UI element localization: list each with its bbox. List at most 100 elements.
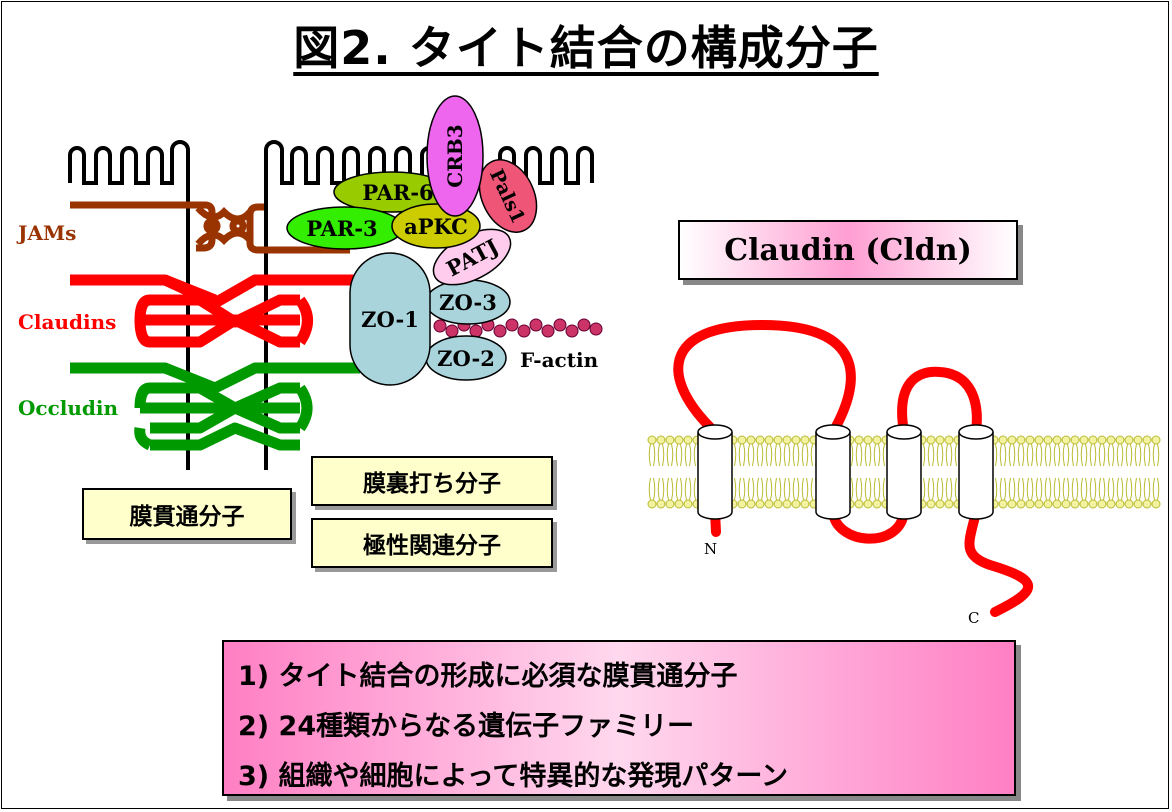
lipid-outer — [665, 435, 675, 467]
lipid-outer — [854, 435, 864, 467]
lipid-outer — [1097, 435, 1107, 467]
lipid-inner — [1025, 477, 1035, 509]
claudin-heading: Claudin (Cldn) — [724, 232, 972, 268]
lipid-outer — [872, 435, 882, 467]
crb3-label: CRB3 — [443, 124, 467, 187]
lipid-outer — [1070, 435, 1080, 467]
transmembrane-molecules-label: 膜貫通分子 — [129, 504, 245, 530]
crb3-protein — [426, 95, 484, 217]
lipid-inner — [863, 477, 873, 509]
lipid-inner — [854, 477, 864, 509]
lipid-outer — [863, 435, 873, 467]
lipid-inner — [773, 477, 783, 509]
claudin-transmembrane-helices — [697, 424, 994, 520]
lipid-inner — [1043, 477, 1053, 509]
lipid-outer — [755, 435, 765, 467]
lipid-outer — [998, 435, 1008, 467]
lipid-outer — [791, 435, 801, 467]
par6-label: PAR-6 — [362, 180, 433, 205]
lipid-outer — [1142, 435, 1152, 467]
zo1-protein — [349, 252, 431, 386]
lipid-inner — [1034, 477, 1044, 509]
lipid-inner — [746, 477, 756, 509]
lipid-outer — [656, 435, 666, 467]
lipid-inner — [1115, 477, 1125, 509]
lipid-outer — [1124, 435, 1134, 467]
undercoat-molecules-box: 膜裏打ち分子 — [311, 456, 553, 506]
lipid-inner — [755, 477, 765, 509]
claudin-topology-chain — [673, 319, 1033, 617]
lipid-outer — [773, 435, 783, 467]
claudin-heading-box: Claudin (Cldn) — [678, 220, 1018, 280]
lipid-inner — [674, 477, 684, 509]
feature-item-2: 2) 24種類からなる遺伝子ファミリー — [238, 711, 695, 742]
zo1-label: ZO-1 — [361, 307, 419, 332]
lipid-inner — [1079, 477, 1089, 509]
lipid-outer — [1016, 435, 1026, 467]
lipid-inner — [1106, 477, 1116, 509]
lipid-inner — [764, 477, 774, 509]
lipid-inner — [1151, 477, 1161, 509]
lipid-outer — [1025, 435, 1035, 467]
lipid-outer — [1088, 435, 1098, 467]
n-terminus-label: N — [704, 540, 717, 558]
c-terminus-label: C — [968, 609, 979, 627]
lipid-outer — [1115, 435, 1125, 467]
lipid-inner — [791, 477, 801, 509]
polarity-molecules-box: 極性関連分子 — [311, 518, 553, 568]
pals1-protein — [478, 159, 538, 233]
lipid-outer — [764, 435, 774, 467]
par3-label: PAR-3 — [306, 216, 377, 241]
lipid-outer — [944, 435, 954, 467]
lipid-inner — [935, 477, 945, 509]
lipid-inner — [1070, 477, 1080, 509]
occludin-label: Occludin — [18, 396, 118, 420]
lipid-outer — [683, 435, 693, 467]
lipid-inner — [944, 477, 954, 509]
lipid-inner — [1007, 477, 1017, 509]
features-box: 1) タイト結合の形成に必須な膜貫通分子 2) 24種類からなる遺伝子ファミリー… — [222, 640, 1016, 796]
slide-title: 図2. タイト結合の構成分子 — [0, 12, 1172, 78]
lipid-outer — [1007, 435, 1017, 467]
lipid-outer — [782, 435, 792, 467]
lipid-inner — [782, 477, 792, 509]
feature-item-3: 3) 組織や細胞によって特異的な発現パターン — [238, 761, 789, 792]
lipid-inner — [665, 477, 675, 509]
lipid-outer — [800, 435, 810, 467]
lipid-inner — [1052, 477, 1062, 509]
lipid-inner — [872, 477, 882, 509]
polarity-molecules-label: 極性関連分子 — [363, 533, 501, 559]
lipid-inner — [656, 477, 666, 509]
microvilli-left — [68, 140, 190, 470]
lipid-outer — [1151, 435, 1161, 467]
lipid-inner — [647, 477, 657, 509]
lipid-outer — [746, 435, 756, 467]
claudins-molecules — [70, 274, 360, 348]
lipid-inner — [737, 477, 747, 509]
claudins-label: Claudins — [18, 310, 116, 334]
jams-molecules — [70, 201, 350, 254]
lipid-inner — [998, 477, 1008, 509]
f-actin-label: F-actin — [520, 348, 599, 372]
zo3-label: ZO-3 — [439, 290, 497, 315]
lipid-outer — [1079, 435, 1089, 467]
lipid-inner — [1142, 477, 1152, 509]
zo2-label: ZO-2 — [437, 346, 495, 371]
jams-label: JAMs — [16, 221, 76, 245]
lipid-outer — [1133, 435, 1143, 467]
microvilli-right — [264, 140, 594, 470]
lipid-inner — [683, 477, 693, 509]
lipid-outer — [737, 435, 747, 467]
lipid-inner — [1124, 477, 1134, 509]
lipid-inner — [1097, 477, 1107, 509]
lipid-outer — [1034, 435, 1044, 467]
lipid-outer — [935, 435, 945, 467]
lipid-inner — [1133, 477, 1143, 509]
lipid-inner — [1016, 477, 1026, 509]
lipid-outer — [926, 435, 936, 467]
feature-item-1: 1) タイト結合の形成に必須な膜貫通分子 — [238, 661, 738, 692]
transmembrane-molecules-box: 膜貫通分子 — [82, 488, 292, 540]
lipid-outer — [1106, 435, 1116, 467]
occludin-molecules — [70, 362, 360, 451]
